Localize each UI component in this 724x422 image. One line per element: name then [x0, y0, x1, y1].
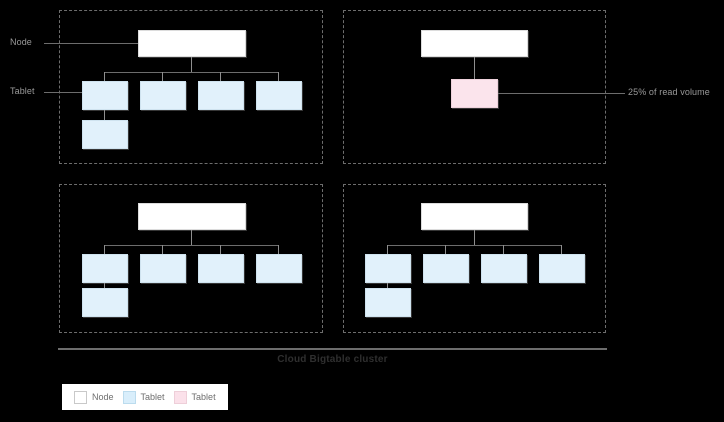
- tablet-box[interactable]: [82, 81, 128, 110]
- tablet-box[interactable]: [365, 288, 411, 317]
- quadrant-top-left: [59, 10, 323, 164]
- node-box[interactable]: [421, 30, 528, 57]
- tablet-box[interactable]: [140, 81, 186, 110]
- connector-drop-4: [278, 72, 279, 81]
- tablet-box[interactable]: [82, 120, 128, 149]
- connector-node-stem: [191, 230, 192, 245]
- legend-item-hot-tablet: Tablet: [173, 390, 216, 404]
- tablet-box[interactable]: [198, 81, 244, 110]
- tablet-box[interactable]: [82, 254, 128, 283]
- tablet-box[interactable]: [365, 254, 411, 283]
- connector-drop-3: [220, 72, 221, 81]
- tablet-swatch: [122, 390, 136, 404]
- connector-node-stem: [474, 57, 475, 79]
- callout-rule-read-volume: [498, 93, 625, 94]
- node-box[interactable]: [138, 30, 246, 57]
- legend-label: Node: [92, 392, 114, 402]
- callout-rule-tablet: [44, 92, 84, 93]
- tablet-box[interactable]: [256, 81, 302, 110]
- node-box[interactable]: [138, 203, 246, 230]
- callout-label-read-volume: 25% of read volume: [628, 87, 710, 97]
- connector-drop-4: [278, 245, 279, 254]
- quadrant-top-right: [343, 10, 606, 164]
- node-swatch: [74, 390, 87, 404]
- legend: Node Tablet Tablet: [62, 384, 228, 410]
- tablet-box[interactable]: [539, 254, 585, 283]
- connector-drop-3: [220, 245, 221, 254]
- tablet-box[interactable]: [423, 254, 469, 283]
- connector-node-stem: [191, 57, 192, 72]
- hot-tablet-box[interactable]: [451, 79, 498, 108]
- connector-drop-sub: [104, 110, 105, 120]
- hot-tablet-swatch: [173, 390, 187, 404]
- legend-label: Tablet: [140, 392, 165, 402]
- cluster-caption: Cloud Bigtable cluster: [277, 354, 388, 365]
- connector-drop-1: [104, 245, 105, 254]
- connector-drop-2: [162, 245, 163, 254]
- tablet-box[interactable]: [256, 254, 302, 283]
- connector-drop-2: [162, 72, 163, 81]
- connector-drop-1: [104, 72, 105, 81]
- tablet-box[interactable]: [82, 288, 128, 317]
- quadrant-bottom-left: [59, 184, 323, 333]
- connector-node-stem: [474, 230, 475, 245]
- legend-item-node: Node: [74, 390, 114, 404]
- callout-label-node: Node: [10, 37, 32, 47]
- tablet-box[interactable]: [198, 254, 244, 283]
- legend-label: Tablet: [191, 392, 216, 402]
- connector-bus: [104, 245, 278, 246]
- connector-drop-1: [387, 245, 388, 254]
- tablet-box[interactable]: [481, 254, 527, 283]
- node-box[interactable]: [421, 203, 528, 230]
- connector-drop-3: [503, 245, 504, 254]
- connector-drop-2: [445, 245, 446, 254]
- legend-item-tablet: Tablet: [122, 390, 165, 404]
- connector-bus: [104, 72, 278, 73]
- connector-bus: [387, 245, 561, 246]
- callout-rule-node: [44, 43, 141, 44]
- callout-label-tablet: Tablet: [10, 86, 35, 96]
- quadrant-bottom-right: [343, 184, 606, 333]
- tablet-box[interactable]: [140, 254, 186, 283]
- cluster-rule: [58, 348, 607, 350]
- connector-drop-4: [561, 245, 562, 254]
